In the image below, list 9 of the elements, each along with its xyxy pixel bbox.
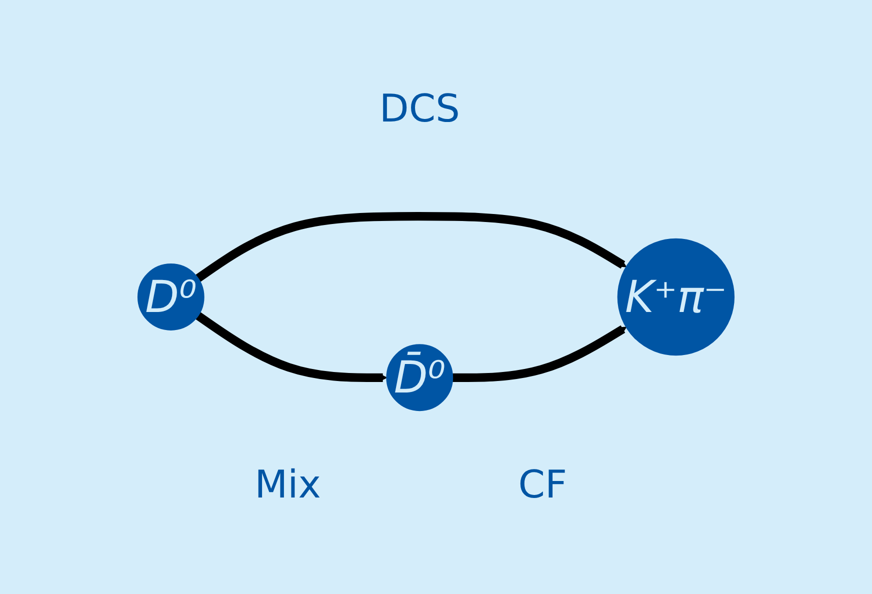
node-circle: D̄⁰: [386, 344, 454, 412]
edge-label: Mix: [254, 462, 321, 507]
arrow: [452, 325, 627, 382]
arrow: [196, 212, 627, 282]
edge-label: CF: [518, 462, 568, 507]
edge-label: DCS: [379, 87, 460, 132]
arrow: [196, 312, 388, 382]
node-circle: K⁺π⁻: [617, 238, 735, 356]
node-circle: D⁰: [137, 264, 204, 330]
